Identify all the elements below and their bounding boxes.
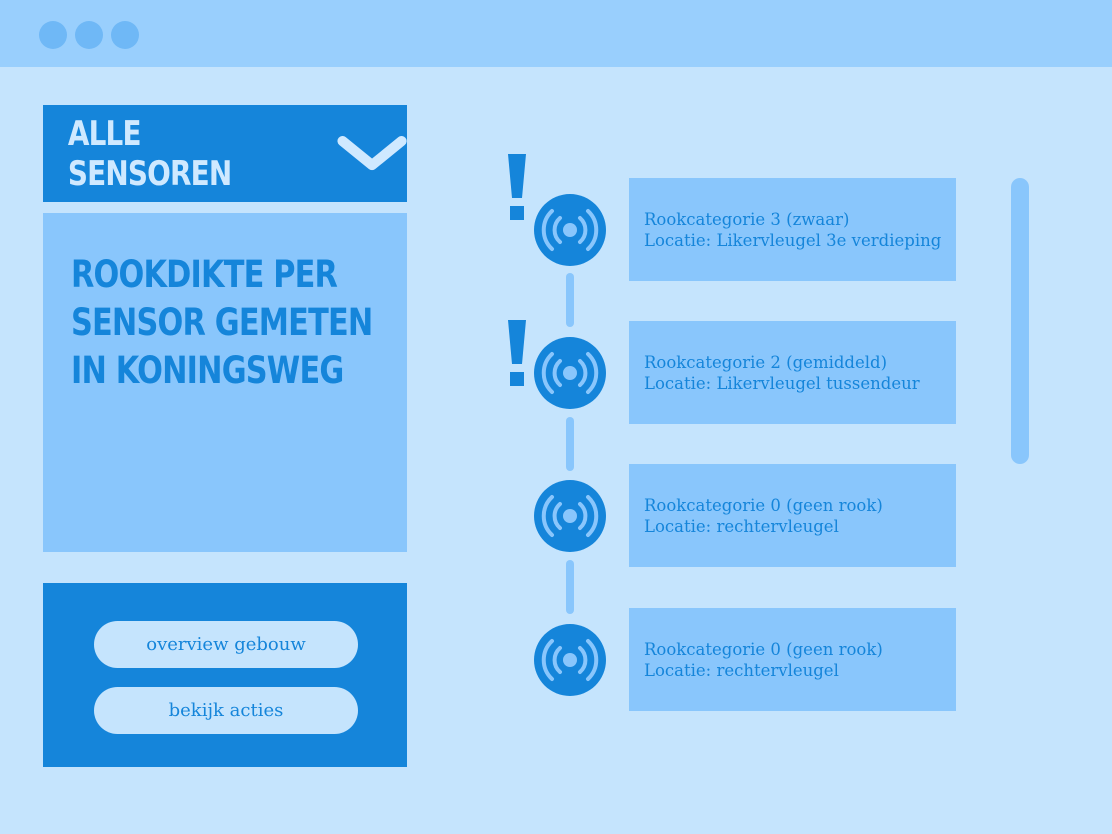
sensor-category: Rookcategorie 3 (zwaar): [644, 209, 850, 229]
chevron-down-icon: [337, 135, 407, 170]
sensor-signal-icon[interactable]: [534, 624, 606, 696]
overview-gebouw-button[interactable]: overview gebouw: [94, 621, 358, 668]
sensor-signal-icon[interactable]: [534, 480, 606, 552]
sensor-location: Locatie: rechtervleugel: [644, 660, 839, 680]
list-scrollbar[interactable]: [1011, 178, 1029, 464]
window-dot-2[interactable]: [75, 21, 103, 49]
actions-panel: overview gebouw bekijk acties: [43, 583, 407, 767]
sensor-signal-icon[interactable]: [534, 194, 606, 266]
info-panel: Rookdikte per sensor gemeten in Koningsw…: [43, 213, 407, 552]
alert-exclamation-icon: [508, 154, 526, 220]
timeline-connector: [566, 417, 574, 471]
window-dot-3[interactable]: [111, 21, 139, 49]
alert-exclamation-icon: [508, 320, 526, 386]
sensor-filter-dropdown[interactable]: Alle sensoren: [43, 105, 407, 202]
filter-label: Alle sensoren: [67, 113, 232, 194]
window-dot-1[interactable]: [39, 21, 67, 49]
sensor-card[interactable]: Rookcategorie 0 (geen rook) Locatie: rec…: [629, 608, 956, 711]
bekijk-acties-button[interactable]: bekijk acties: [94, 687, 358, 734]
timeline-connector: [566, 273, 574, 327]
sensor-category: Rookcategorie 0 (geen rook): [644, 639, 883, 659]
sensor-card[interactable]: Rookcategorie 0 (geen rook) Locatie: rec…: [629, 464, 956, 567]
sensor-category: Rookcategorie 2 (gemiddeld): [644, 352, 888, 372]
sensor-card[interactable]: Rookcategorie 2 (gemiddeld) Locatie: Lik…: [629, 321, 956, 424]
info-title: Rookdikte per sensor gemeten in Koningsw…: [71, 253, 373, 392]
sensor-location: Locatie: Likervleugel tussendeur: [644, 373, 920, 393]
sensor-category: Rookcategorie 0 (geen rook): [644, 495, 883, 515]
sensor-signal-icon[interactable]: [534, 337, 606, 409]
sensor-location: Locatie: rechtervleugel: [644, 516, 839, 536]
sensor-card[interactable]: Rookcategorie 3 (zwaar) Locatie: Likervl…: [629, 178, 956, 281]
timeline-connector: [566, 560, 574, 614]
sensor-location: Locatie: Likervleugel 3e verdieping: [644, 230, 942, 250]
window-titlebar: [0, 0, 1112, 67]
